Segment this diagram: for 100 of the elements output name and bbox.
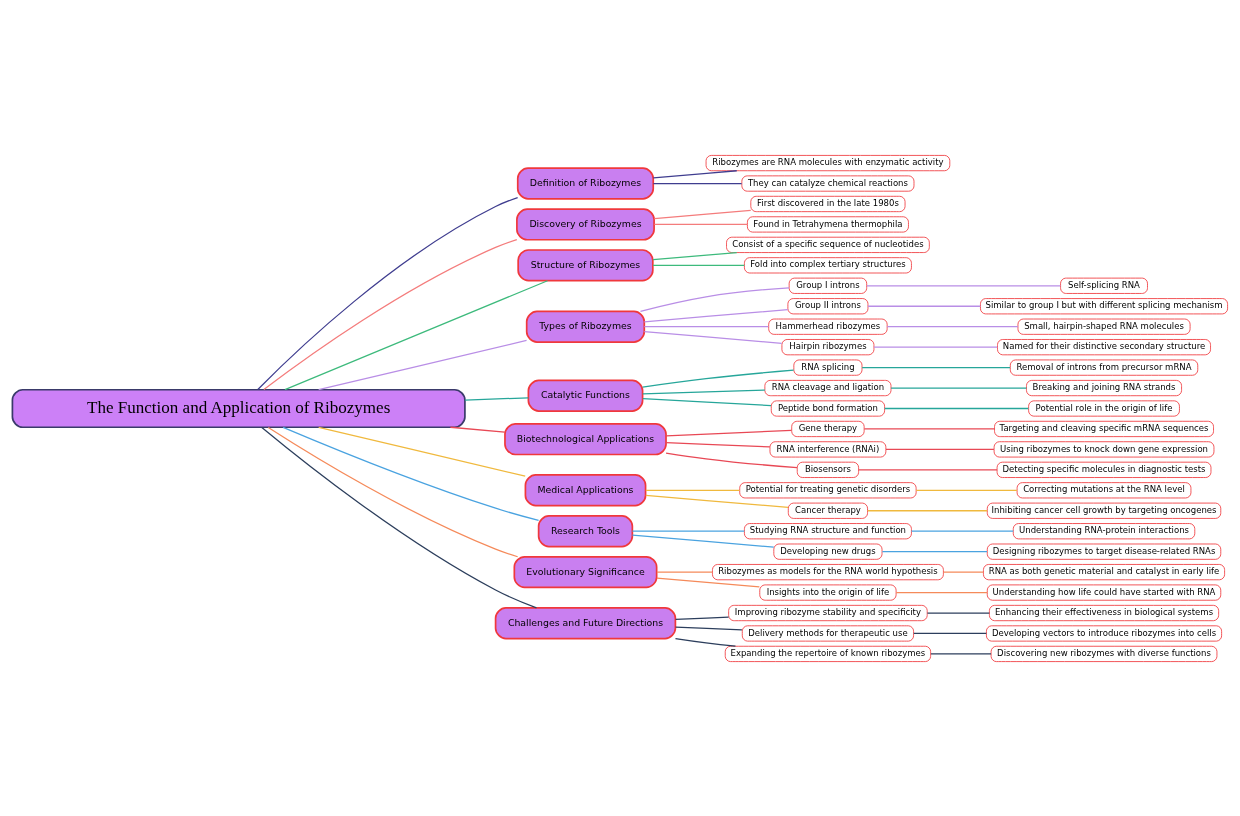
node-box: Using ribozymes to knock down gene expression — [993, 440, 1215, 457]
connector — [867, 509, 988, 511]
connector — [656, 576, 760, 587]
connector — [282, 426, 540, 521]
node-box: Gene therapy — [791, 420, 865, 437]
node-box: RNA splicing — [793, 359, 863, 376]
connector — [642, 388, 766, 395]
connector — [674, 637, 737, 647]
connector — [675, 616, 730, 620]
node-box: Understanding RNA-protein interactions — [1012, 522, 1196, 539]
node-box: Developing vectors to introduce ribozymes into cells — [986, 624, 1223, 642]
connector — [881, 550, 988, 552]
node-box: Detecting specific molecules in diagnostic tests — [996, 461, 1212, 478]
node-box: Found in Tetrahymena thermophila — [746, 215, 909, 233]
connector — [652, 251, 738, 260]
connector — [631, 530, 745, 532]
node-box: Medical Applications — [524, 473, 647, 506]
node-box: Biosensors — [796, 461, 860, 478]
connector — [913, 632, 987, 634]
connector — [643, 330, 783, 344]
connector — [652, 182, 743, 184]
node-box: Potential role in the origin of life — [1028, 399, 1180, 417]
connector — [895, 591, 988, 593]
node-box: Understanding how life could have started with RNA — [986, 583, 1222, 601]
node-box: RNA as both genetic material and catalyst in early life — [983, 563, 1226, 580]
connector — [886, 325, 1019, 327]
node-box: RNA cleavage and ligation — [764, 379, 892, 396]
connector — [930, 652, 992, 655]
connector — [257, 196, 519, 390]
connector — [652, 169, 738, 178]
node-box: Ribozymes as models for the RNA world hypothesis — [712, 563, 944, 580]
connector — [665, 429, 793, 436]
connector — [631, 534, 775, 548]
connector — [942, 570, 984, 573]
node-box: Peptide bond formation — [770, 399, 886, 417]
node-box: Structure of Ribozymes — [517, 248, 654, 282]
connector — [645, 494, 789, 508]
connector — [263, 238, 518, 390]
connector — [267, 426, 519, 557]
node-box: Definition of Ribozymes — [516, 166, 655, 200]
node-box: Evolutionary Significance — [513, 555, 658, 588]
node-box: Types of Ribozymes — [525, 310, 646, 343]
connector — [926, 611, 990, 614]
node-box: Group I introns — [788, 277, 868, 294]
connector — [645, 489, 741, 491]
connector — [867, 305, 982, 307]
node-box: Discovering new ribozymes with diverse functions — [990, 645, 1218, 662]
node-box: Inhibiting cancer cell growth by targeting oncogenes — [986, 502, 1222, 519]
node-box: They can catalyze chemical reactions — [741, 174, 915, 192]
connector — [675, 625, 743, 630]
node-box: Expanding the repertoire of known ribozymes — [724, 645, 932, 662]
node-box: The Function and Application of Ribozymes — [11, 388, 466, 428]
node-box: Research Tools — [537, 514, 634, 547]
connector — [643, 308, 789, 322]
connector — [261, 426, 538, 608]
node-box: Biotechnological Applications — [504, 422, 667, 455]
node-box: Potential for treating genetic disorders — [739, 481, 917, 498]
node-box: Challenges and Future Directions — [494, 606, 677, 639]
connector — [318, 426, 526, 477]
connector — [665, 451, 798, 468]
node-box: Enhancing their effectiveness in biological systems — [989, 604, 1220, 621]
connector — [656, 570, 713, 573]
node-box: Designing ribozymes to target disease-related RNAs — [986, 543, 1222, 560]
connector — [652, 264, 745, 266]
node-box: Ribozymes are RNA molecules with enzymatic activity — [705, 154, 951, 171]
connector — [858, 468, 998, 470]
node-box: First discovered in the late 1980s — [750, 195, 906, 212]
node-box: Catalytic Functions — [527, 379, 644, 412]
node-box: Breaking and joining RNA strands — [1026, 379, 1182, 396]
node-box: Hammerhead ribozymes — [768, 318, 888, 335]
node-box: Improving ribozyme stability and specificity — [728, 604, 928, 621]
connector — [861, 366, 1011, 368]
node-box: Delivery methods for therapeutic use — [741, 624, 914, 642]
node-box: Cancer therapy — [787, 502, 868, 519]
node-box: Correcting mutations at the RNA level — [1016, 481, 1192, 498]
connector — [464, 396, 529, 401]
node-box: Studying RNA structure and function — [744, 522, 912, 539]
node-box: Consist of a specific sequence of nucleotides — [726, 236, 930, 253]
node-box: Self-splicing RNA — [1060, 277, 1148, 294]
node-box: Group II introns — [787, 297, 869, 314]
node-box: Named for their distinctive secondary structure — [997, 338, 1211, 355]
node-box: RNA interference (RNAi) — [769, 440, 887, 457]
connector — [639, 286, 790, 312]
connector — [884, 407, 1030, 409]
connector — [641, 369, 795, 388]
connector — [653, 209, 752, 219]
node-box: Targeting and cleaving specific mRNA sequences — [994, 420, 1214, 437]
node-box: Small, hairpin-shaped RNA molecules — [1017, 318, 1191, 335]
connector — [866, 284, 1062, 286]
connector — [284, 279, 549, 390]
node-box: Removal of introns from precursor mRNA — [1009, 359, 1199, 376]
connector — [642, 397, 772, 406]
node-box: Similar to group I but with different splicing mechanism — [980, 297, 1228, 314]
connector — [643, 325, 769, 327]
connector — [449, 426, 506, 433]
node-box: Insights into the origin of life — [759, 583, 897, 601]
connector — [890, 386, 1028, 389]
connector — [665, 441, 771, 448]
node-box: Developing new drugs — [773, 543, 883, 560]
connector — [873, 346, 998, 348]
